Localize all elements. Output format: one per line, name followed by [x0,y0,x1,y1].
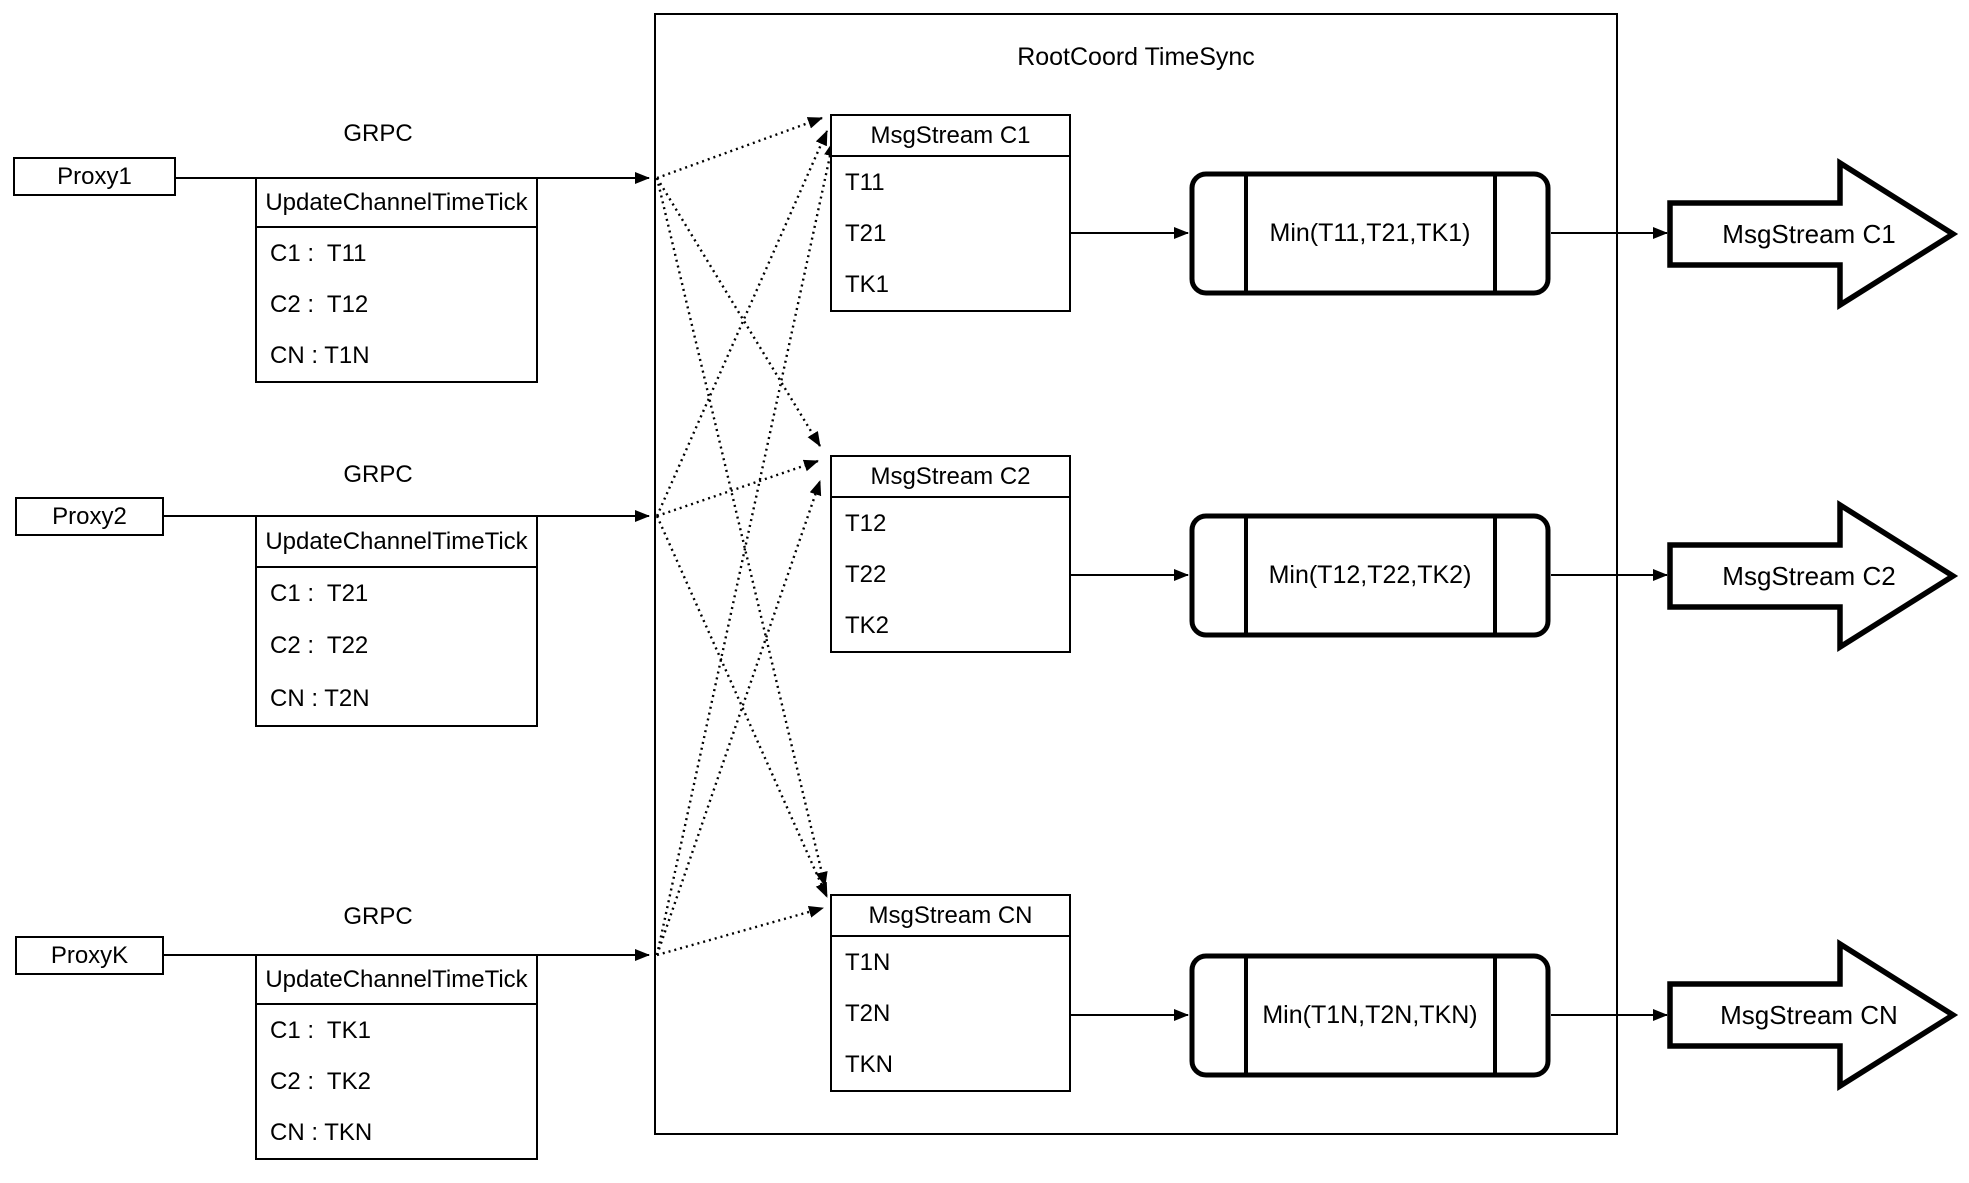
rootcoord-timesync-title: RootCoord TimeSync [1017,43,1255,71]
dotted-proxy1-to-msgstream-cn [655,177,828,887]
proxy2-grpc-label: GRPC [343,461,413,488]
msgstream-cn-tick: T1N [845,948,891,976]
proxy1-box: Proxy1 [13,157,176,196]
min-c2-label: Min(T12,T22,TK2) [1268,561,1472,589]
min-box-c1 [1189,171,1551,296]
msgstream-c2-tick: T12 [845,509,887,537]
msgstream-cn-table: MsgStream CN T1N T2N TKN [830,894,1071,1092]
dotted-proxyk-to-msgstream-cn [656,906,824,957]
msgstream-c1-table: MsgStream C1 T11 T21 TK1 [830,114,1071,312]
msgstream-c2-tick: T22 [845,560,887,588]
dotted-proxyk-to-msgstream-c1 [655,141,836,956]
proxy2-timetick-header: UpdateChannelTimeTick [257,517,536,568]
proxyk-grpc-label: GRPC [343,903,413,930]
dotted-proxyk-to-msgstream-c2 [655,480,822,956]
output-c1-label: MsgStream C1 [1722,218,1896,249]
proxy1-timetick-header: UpdateChannelTimeTick [257,179,536,228]
msgstream-c2-table: MsgStream C2 T12 T22 TK2 [830,455,1071,653]
output-arrow-cn [1667,939,1959,1091]
proxy2-timetick-row: C2 : T22 [270,632,369,660]
proxyk-timetick-row: CN : TKN [270,1118,373,1146]
proxy1-grpc-label: GRPC [343,120,413,147]
proxy2-timetick-row: C1 : T21 [270,580,369,608]
msgstream-c1-tick: T21 [845,219,887,247]
proxy2-label: Proxy2 [52,502,127,530]
output-cn-label: MsgStream CN [1720,999,1898,1030]
proxyk-timetick-header: UpdateChannelTimeTick [257,956,536,1005]
output-arrow-c1 [1667,158,1959,310]
proxy2-box: Proxy2 [15,497,164,536]
proxy1-label: Proxy1 [57,162,132,190]
proxy1-timetick-table: UpdateChannelTimeTick C1 : T11 C2 : T12 … [255,177,538,383]
proxyk-box: ProxyK [15,936,164,975]
msgstream-cn-tick: TKN [845,1050,893,1078]
min-box-c2 [1189,513,1551,638]
dotted-proxy1-to-msgstream-c1 [656,116,823,180]
dotted-proxy1-to-msgstream-c2 [655,177,822,447]
min-box-cn [1189,953,1551,1078]
output-arrow-c2 [1667,500,1959,652]
min-c1-label: Min(T11,T21,TK1) [1269,219,1471,247]
msgstream-c1-tick: T11 [845,168,885,196]
dotted-proxy2-to-msgstream-c2 [656,459,819,518]
proxyk-timetick-table: UpdateChannelTimeTick C1 : TK1 C2 : TK2 … [255,954,538,1160]
msgstream-c1-tick: TK1 [845,270,890,298]
proxy1-timetick-row: CN : T1N [270,341,370,369]
proxyk-timetick-row: C2 : TK2 [270,1067,371,1095]
dotted-proxy2-to-msgstream-c1 [655,130,829,517]
msgstream-cn-tick: T2N [845,999,891,1027]
proxy2-timetick-table: UpdateChannelTimeTick C1 : T21 C2 : T22 … [255,515,538,727]
proxyk-label: ProxyK [50,941,129,969]
msgstream-cn-header: MsgStream CN [832,896,1069,937]
dotted-proxy2-to-msgstream-cn [655,515,829,898]
proxy2-timetick-row: CN : T2N [270,684,370,712]
proxy1-timetick-row: C1 : T11 [270,239,367,267]
msgstream-c2-header: MsgStream C2 [832,457,1069,498]
msgstream-c1-header: MsgStream C1 [832,116,1069,157]
msgstream-c2-tick: TK2 [845,611,890,639]
proxyk-timetick-row: C1 : TK1 [270,1016,371,1044]
min-cn-label: Min(T1N,T2N,TKN) [1262,1001,1478,1029]
proxy1-timetick-row: C2 : T12 [270,290,369,318]
output-c2-label: MsgStream C2 [1722,560,1896,591]
